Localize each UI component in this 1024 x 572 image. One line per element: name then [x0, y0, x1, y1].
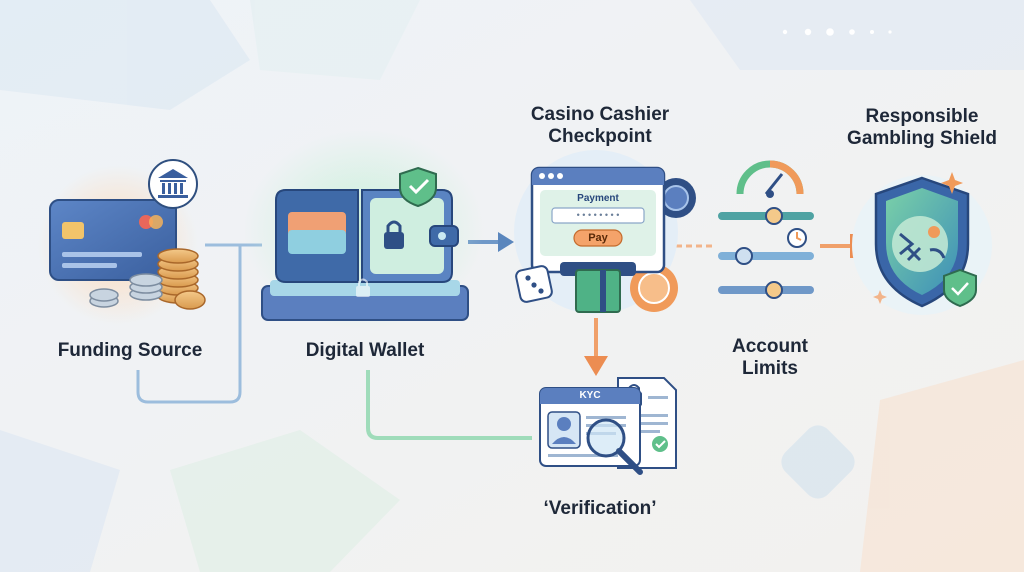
- connector-wallet-to-verification: [366, 370, 532, 440]
- gauge-icon: [736, 160, 804, 198]
- verification-label: ‘Verification’: [543, 498, 657, 519]
- bank-icon: [148, 159, 198, 209]
- dice-icon: [515, 265, 553, 303]
- slider-icon: [718, 207, 814, 299]
- cashier-title-line2: Checkpoint: [548, 126, 652, 147]
- funding-source-label: Funding Source: [57, 340, 203, 361]
- browser-window-icon: [530, 166, 666, 274]
- lock-icon: [384, 220, 404, 249]
- connector-limits-to-shield: [820, 234, 854, 258]
- cashier-illustration: [514, 150, 696, 314]
- small-check-shield-icon: [943, 268, 977, 308]
- payment-label: Payment: [577, 193, 619, 204]
- card-reader-icon: [560, 262, 636, 313]
- cashier-title-line1: Casino Cashier: [530, 104, 670, 125]
- account-limits-line1: Account: [732, 336, 808, 357]
- connector-cashier-to-verification: [584, 318, 608, 376]
- shield-title-line2: Gambling Shield: [847, 128, 997, 149]
- wallet-icon: [275, 189, 459, 283]
- digital-wallet-illustration: [244, 130, 484, 330]
- credit-card-icon: [49, 199, 177, 281]
- password-field[interactable]: • • • • • • • •: [576, 210, 620, 220]
- clock-icon: [787, 228, 807, 248]
- funding-source-illustration: [38, 159, 206, 325]
- pay-button[interactable]: Pay: [588, 232, 608, 244]
- shield-icon: [874, 176, 970, 308]
- account-limits-line2: Limits: [742, 358, 798, 379]
- coin-stack-icon: [89, 248, 206, 310]
- magnifier-icon: [586, 418, 643, 475]
- kyc-header: KYC: [579, 390, 601, 401]
- orange-chip-icon: [630, 264, 678, 312]
- shield-title-line1: Responsible: [865, 106, 979, 127]
- check-shield-icon: [399, 166, 437, 208]
- shield-illustration: [852, 172, 992, 315]
- sparkle-icon: [873, 172, 963, 304]
- base-lock-icon: [356, 278, 370, 297]
- digital-wallet-label: Digital Wallet: [305, 340, 425, 361]
- decorative-dots: [782, 28, 892, 36]
- verification-illustration: [539, 377, 677, 475]
- account-limits-illustration: [718, 160, 814, 299]
